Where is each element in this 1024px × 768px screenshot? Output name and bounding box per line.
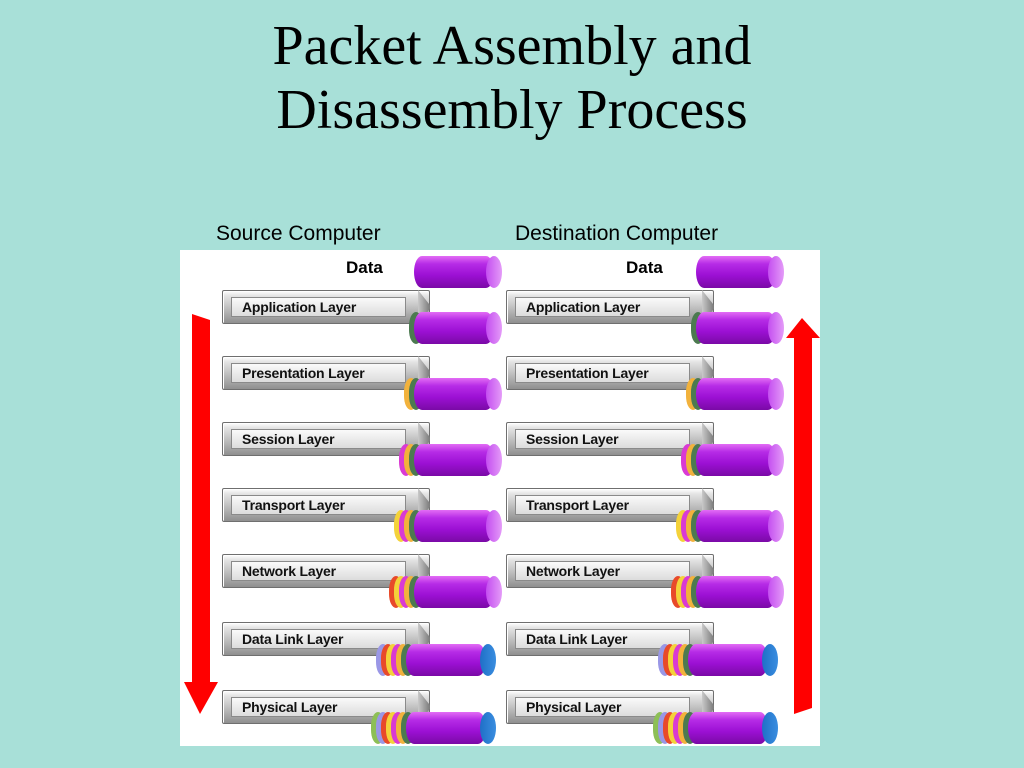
source-data-packet (414, 256, 502, 288)
data-payload-segment (414, 256, 494, 288)
destination-layer-label-7: Physical Layer (515, 697, 690, 717)
source-layer-label-5: Network Layer (231, 561, 406, 581)
destination-layer-bar-2: Presentation Layer (506, 356, 714, 390)
destination-packet-2 (686, 378, 784, 410)
destination-layer-label-6: Data Link Layer (515, 629, 690, 649)
data-payload-segment (414, 312, 494, 344)
data-payload-segment (688, 644, 768, 676)
destination-packet-1 (691, 312, 784, 344)
source-packet-1 (409, 312, 502, 344)
source-layer-label-1: Application Layer (231, 297, 406, 317)
destination-layer-label-5: Network Layer (515, 561, 690, 581)
destination-layer-bar-1: Application Layer (506, 290, 714, 324)
payload-end-cap (768, 256, 784, 288)
payload-end-cap (768, 576, 784, 608)
source-packet-5 (389, 576, 502, 608)
destination-packet-4 (676, 510, 784, 542)
trailer-segment (762, 644, 778, 676)
data-payload-segment (414, 576, 494, 608)
payload-end-cap (768, 444, 784, 476)
destination-layer-bar-3: Session Layer (506, 422, 714, 456)
data-payload-segment (696, 510, 776, 542)
trailer-segment (480, 712, 496, 744)
source-packet-6 (376, 644, 496, 676)
source-layer-label-7: Physical Layer (231, 697, 406, 717)
data-payload-segment (696, 378, 776, 410)
source-data-label: Data (346, 258, 383, 277)
destination-packet-7 (653, 712, 778, 744)
payload-end-cap (486, 256, 502, 288)
destination-layer-label-1: Application Layer (515, 297, 690, 317)
source-packet-3 (399, 444, 502, 476)
payload-end-cap (486, 576, 502, 608)
destination-layer-label-2: Presentation Layer (515, 363, 690, 383)
payload-end-cap (768, 378, 784, 410)
source-computer-heading: Source Computer (216, 222, 381, 245)
source-packet-2 (404, 378, 502, 410)
source-layer-label-3: Session Layer (231, 429, 406, 449)
data-payload-segment (406, 712, 486, 744)
destination-layer-label-4: Transport Layer (515, 495, 690, 515)
source-packet-7 (371, 712, 496, 744)
destination-data-label: Data (626, 258, 663, 277)
data-payload-segment (696, 444, 776, 476)
data-payload-segment (414, 378, 494, 410)
trailer-segment (480, 644, 496, 676)
payload-end-cap (768, 510, 784, 542)
data-payload-segment (696, 256, 776, 288)
slide-title: Packet Assembly and Disassembly Process (0, 14, 1024, 142)
payload-end-cap (486, 444, 502, 476)
title-line-1: Packet Assembly and (272, 15, 752, 77)
destination-computer-heading: Destination Computer (515, 222, 719, 245)
destination-data-packet (696, 256, 784, 288)
source-layer-bar-3: Session Layer (222, 422, 430, 456)
source-layer-bar-6: Data Link Layer (222, 622, 430, 656)
payload-end-cap (486, 510, 502, 542)
data-payload-segment (688, 712, 768, 744)
source-layer-label-2: Presentation Layer (231, 363, 406, 383)
up-arrow-icon (786, 318, 820, 714)
data-payload-segment (414, 510, 494, 542)
source-layer-bar-1: Application Layer (222, 290, 430, 324)
destination-packet-5 (671, 576, 784, 608)
payload-end-cap (486, 378, 502, 410)
destination-packet-6 (658, 644, 778, 676)
data-payload-segment (406, 644, 486, 676)
source-layer-bar-2: Presentation Layer (222, 356, 430, 390)
trailer-segment (762, 712, 778, 744)
destination-layer-label-3: Session Layer (515, 429, 690, 449)
data-payload-segment (696, 312, 776, 344)
destination-packet-3 (681, 444, 784, 476)
payload-end-cap (486, 312, 502, 344)
title-line-2: Disassembly Process (276, 79, 748, 141)
destination-layer-bar-6: Data Link Layer (506, 622, 714, 656)
down-arrow-icon (184, 314, 218, 714)
data-payload-segment (414, 444, 494, 476)
data-payload-segment (696, 576, 776, 608)
source-packet-4 (394, 510, 502, 542)
source-layer-label-4: Transport Layer (231, 495, 406, 515)
source-layer-label-6: Data Link Layer (231, 629, 406, 649)
payload-end-cap (768, 312, 784, 344)
